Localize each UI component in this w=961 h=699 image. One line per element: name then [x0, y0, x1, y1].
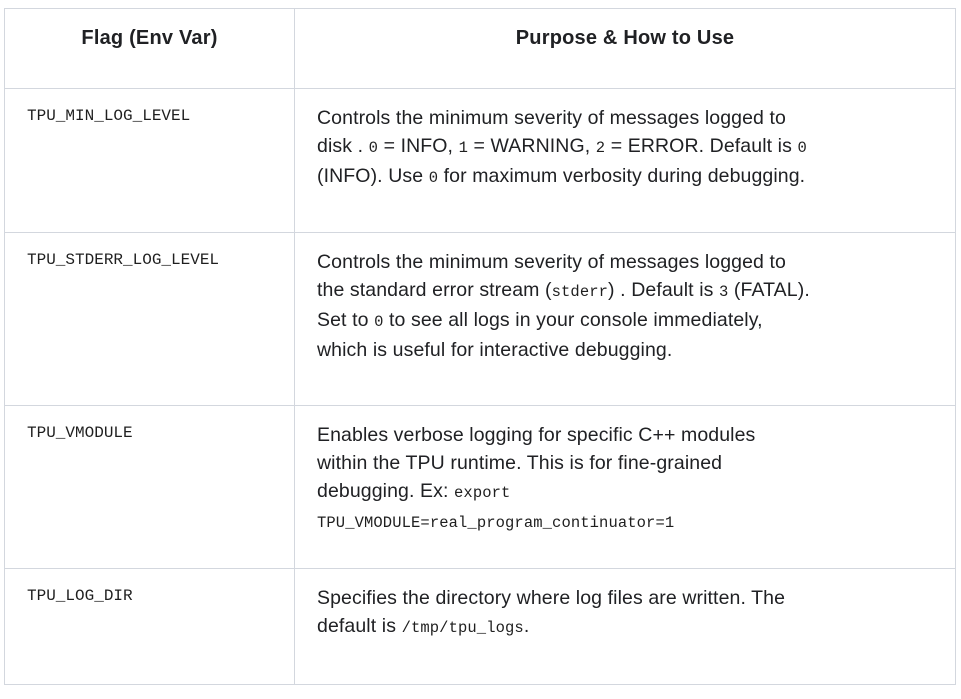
inline-code: 0	[368, 139, 379, 157]
inline-code: /tmp/tpu_logs	[401, 619, 524, 637]
purpose-line: Controls the minimum severity of message…	[317, 248, 935, 276]
purpose-line: Enables verbose logging for specific C++…	[317, 421, 935, 449]
text-segment: for maximum verbosity during debugging.	[438, 165, 806, 187]
table-row: TPU_MIN_LOG_LEVEL Controls the minimum se…	[4, 88, 956, 233]
flag-cell: TPU_STDERR_LOG_LEVEL	[4, 232, 295, 406]
inline-code: 3	[719, 283, 729, 301]
purpose-line: Specifies the directory where log files …	[317, 584, 935, 612]
purpose-line: TPU_VMODULE=real_program_continuator=1	[317, 507, 935, 537]
text-segment: debugging. Ex:	[317, 480, 455, 502]
text-segment: (INFO). Use	[317, 165, 429, 187]
text-segment: within the TPU runtime. This is for fine…	[317, 452, 723, 474]
text-segment: Controls the minimum severity of message…	[317, 251, 786, 273]
text-segment: = WARNING,	[468, 135, 596, 157]
env-var-table: Flag (Env Var) Purpose & How to Use TPU_…	[4, 8, 956, 685]
text-segment: = ERROR. Default is	[605, 135, 798, 157]
flag-cell: TPU_LOG_DIR	[4, 568, 295, 685]
flag-env-var: TPU_MIN_LOG_LEVEL	[27, 107, 191, 125]
inline-code: 0	[374, 313, 384, 331]
purpose-line: disk . 0 = INFO, 1 = WARNING, 2 = ERROR.…	[317, 132, 935, 162]
purpose-line: the standard error stream (stderr) . Def…	[317, 276, 935, 306]
header-row: Flag (Env Var) Purpose & How to Use	[4, 8, 956, 89]
flag-env-var: TPU_VMODULE	[27, 424, 133, 442]
text-segment: = INFO,	[378, 135, 459, 157]
text-segment: which is useful for interactive debuggin…	[317, 339, 673, 361]
table-row: TPU_VMODULE Enables verbose logging for s…	[4, 405, 956, 569]
col-header-purpose: Purpose & How to Use	[294, 8, 956, 89]
text-segment: Set to	[317, 309, 375, 331]
text-segment: Enables verbose logging for specific C++…	[317, 424, 756, 446]
purpose-line: (INFO). Use 0 for maximum verbosity duri…	[317, 162, 935, 192]
purpose-cell: Controls the minimum severity of message…	[294, 232, 956, 406]
text-segment: disk .	[317, 135, 369, 157]
purpose-line: default is /tmp/tpu_logs.	[317, 612, 935, 642]
purpose-line: which is useful for interactive debuggin…	[317, 336, 935, 364]
text-segment: the standard error stream (	[317, 279, 552, 301]
purpose-cell: Specifies the directory where log files …	[294, 568, 956, 685]
inline-code: export	[454, 484, 511, 502]
flag-cell: TPU_VMODULE	[4, 405, 295, 569]
table-body: TPU_MIN_LOG_LEVEL Controls the minimum se…	[4, 88, 956, 685]
col-header-flag: Flag (Env Var)	[4, 8, 295, 89]
inline-code: 1	[458, 139, 468, 157]
text-segment: Controls the minimum severity of message…	[317, 107, 786, 129]
inline-code: TPU_VMODULE=real_program_continuator=1	[317, 514, 675, 532]
inline-code: 0	[428, 169, 439, 187]
purpose-line: Controls the minimum severity of message…	[317, 104, 935, 132]
purpose-line: within the TPU runtime. This is for fine…	[317, 449, 935, 477]
table-row: TPU_STDERR_LOG_LEVEL Controls the minimum…	[4, 232, 956, 406]
text-segment: .	[523, 615, 530, 637]
table-row: TPU_LOG_DIR Specifies the directory where…	[4, 568, 956, 685]
text-segment: default is	[317, 615, 402, 637]
text-segment: to see all logs in your console immediat…	[383, 309, 763, 331]
text-segment: Specifies the directory where log files …	[317, 587, 786, 609]
inline-code: 0	[797, 139, 807, 157]
purpose-line: debugging. Ex: export	[317, 477, 935, 507]
purpose-line: Set to 0 to see all logs in your console…	[317, 306, 935, 336]
purpose-cell: Controls the minimum severity of message…	[294, 88, 956, 233]
inline-code: 2	[595, 139, 606, 157]
text-segment: ) . Default is	[608, 279, 719, 301]
text-segment: (FATAL).	[728, 279, 810, 301]
flag-env-var: TPU_STDERR_LOG_LEVEL	[27, 251, 220, 269]
flag-cell: TPU_MIN_LOG_LEVEL	[4, 88, 295, 233]
inline-code: stderr	[551, 283, 609, 301]
flag-env-var: TPU_LOG_DIR	[27, 587, 133, 605]
table-header: Flag (Env Var) Purpose & How to Use	[4, 8, 956, 89]
purpose-cell: Enables verbose logging for specific C++…	[294, 405, 956, 569]
